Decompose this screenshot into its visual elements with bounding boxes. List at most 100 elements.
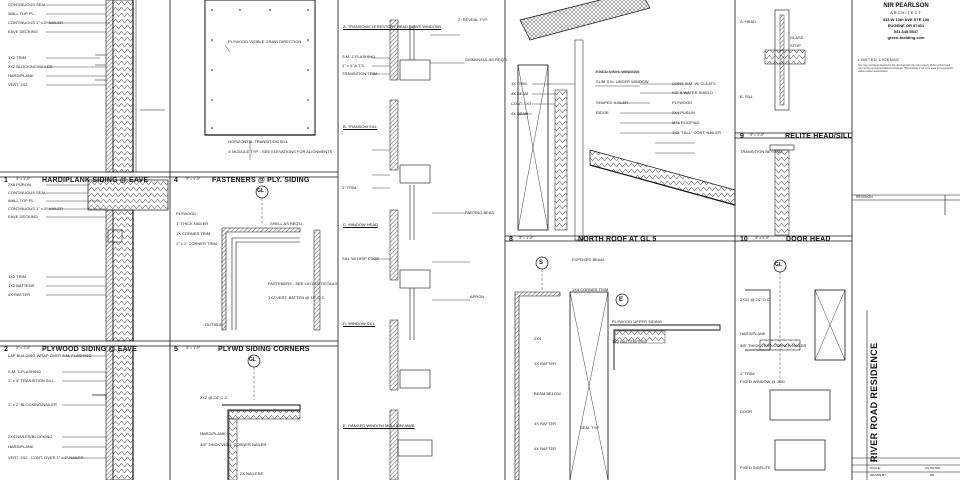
note: APRON [470,294,485,299]
detail-8-drawing [517,0,736,241]
detail-1-drawing [46,0,165,173]
note: 1" TRIM [740,371,755,376]
license-text: The copy and ideas depicted in this docu… [858,64,954,74]
note: S.M. Z-FLASHING [342,54,376,59]
note: ICE & WATER SHIELD [672,90,714,95]
note: 4' MODULE TYP. - SEE ELEVATIONS FOR ALIG… [228,149,333,154]
firm-name: NIR PEARLSON [883,3,929,9]
note: SHELL AS REQ'D [270,221,303,226]
detail-4-drawing [204,0,316,160]
note: HARDIPLANK [8,444,34,449]
note: HORIZONTAL TRANSITION SILL [228,139,288,144]
note: 4X RAFTER [534,361,557,366]
detail-5-number: 5 [174,346,178,353]
detail-10-scale: 3" = 1'-0" [755,236,770,240]
note: 1" x 4" TRANSITION SILL [8,378,55,383]
note: 2X4 NAILER/BLOCKING [8,434,53,439]
date-label: DATE: [870,459,879,463]
note: 2X8 PURLIN [8,182,31,187]
note: 1X2 VERT. BATTEN @ 16" O.C. [268,295,326,300]
note: VERT. 2X2 - CONT. OVER 1" x 2" NAILER [8,455,84,460]
note: CONT. 2X4 [511,101,532,106]
note: FIXED SIDELITE [740,465,771,470]
note: PLYWOOD UPPER SIDING [612,319,662,324]
note: PLYWOOD [176,211,197,216]
detail-1-scale: 3" = 1'-0" [16,177,31,181]
note: 2X2 BLOCKING/NAILER [8,64,53,69]
detail-8-title: NORTH ROOF AT GL 5 [578,236,657,243]
note: WALL TOP PL. [8,198,35,203]
note: HARDIPLANK [200,431,226,436]
note: 1" TRIM [342,185,357,190]
detail-9-number: 9 [740,133,744,140]
detail-9-scale: 3" = 1'-0" [750,133,765,137]
detail-10-title: DOOR HEAD [786,236,831,243]
note: SHAPED NAILER [596,100,629,105]
note: EAVE DECKING [8,29,38,34]
detail-5-scale: 3" = 1'-0" [186,346,201,350]
note: 1" x 2" BLOCKING/NAILER [8,402,57,407]
note: BEAM BELOW [534,391,561,396]
note: 2X2 @ 24" O.C. [200,395,229,400]
note: 2X12 @ 24" O.C. [740,297,771,302]
note: FASTENERS - SEE LAYOUT DETAILS [268,281,338,286]
revision-label: REVISION [856,195,873,199]
detail-2-scale: 3" = 1'-0" [16,346,31,350]
detail-4-number: 4 [174,177,178,184]
note: 4X BEAM [511,91,529,96]
detail-2-number: 2 [4,346,8,353]
note: STOP [790,43,801,48]
drawn-label: DRAWN BY: [870,473,887,477]
note: A. HEAD [740,19,757,24]
note: EXPOSED BEAM [572,257,604,262]
note: 2X4 PURLIN [672,110,695,115]
window-details-drawing [372,19,470,480]
window-sub-e: E. GANGED WINDOW MULLION/JAMB [343,423,415,428]
title-block [852,194,960,480]
scale-value: AS NOTED [925,466,941,470]
firm-phone: 541.345.5547 [893,29,919,34]
drawn-value: RN [930,473,935,477]
note: CONTINUOUS 1" x 2" NAILER [8,206,64,211]
note: HARDIPLANK [8,73,34,78]
gridline-e-label: E [619,297,624,303]
detail-8-number: 8 [509,236,513,243]
note: RIDGE [596,110,609,115]
note: 1" x 4" A.T.S. [342,63,366,68]
note: MTL ROOFING [672,120,700,125]
note: SILL W/ DRIP EDGE [342,256,380,261]
note: GLASS [790,35,804,40]
detail-10-drawing [745,259,846,471]
detail-10-number: 10 [740,236,748,243]
note: 3/8" THICK VERT. CORNER NAILER [740,343,807,348]
note: EAVE DECKING [8,214,38,219]
note: 1X2 BATTEN/TRIM [612,339,647,344]
note: HARDIPLANK [740,331,766,336]
gridline-s-label: S [539,260,544,266]
note: 4X RAFTER [534,421,557,426]
note: 1X CORNER TRIM [176,231,211,236]
note: TRANSITION BEYOND [740,149,783,154]
note: WALL TOP PL. [8,11,35,16]
window-sub-d: D. WINDOW SILL [343,321,376,326]
note: PLYWOOD [672,100,693,105]
note: 1X2 TRIM [8,274,26,279]
window-sub-a: A. TRANSOM/CLERESTORY HEAD (ABVE WINDOW) [343,24,442,29]
note: DOOR [740,409,752,414]
firm-web: green-building.com [887,35,925,40]
note: 1" THICK NAILER [176,221,209,226]
license-title: LIMITED LICENSE [858,57,900,62]
note: VERT. 2X2 [8,82,28,87]
note: LAP BUILDING WRAP OVER S.M. FLASHING [8,353,92,358]
note: FIXED VINYL WINDOW [596,69,639,74]
note: PLYWOOD VISIBLE GRAIN DIRECTION [228,39,302,44]
detail-2-drawing [46,179,169,342]
detail-4-title: FASTENERS @ PLY. SIDING [212,177,310,184]
scale-label: SCALE: [870,466,881,470]
detail-1-title: HARDIPLANK SIDING @ EAVE [42,177,149,184]
window-sub-c: C. WINDOW HEAD [343,222,378,227]
note: OUTSIDE [205,322,223,327]
note: 2X NAILERS [240,471,264,476]
detail-2-title: PLYWOOD SIDING @ EAVE [42,346,138,353]
note: 2" REVEAL TYP. [458,17,488,22]
